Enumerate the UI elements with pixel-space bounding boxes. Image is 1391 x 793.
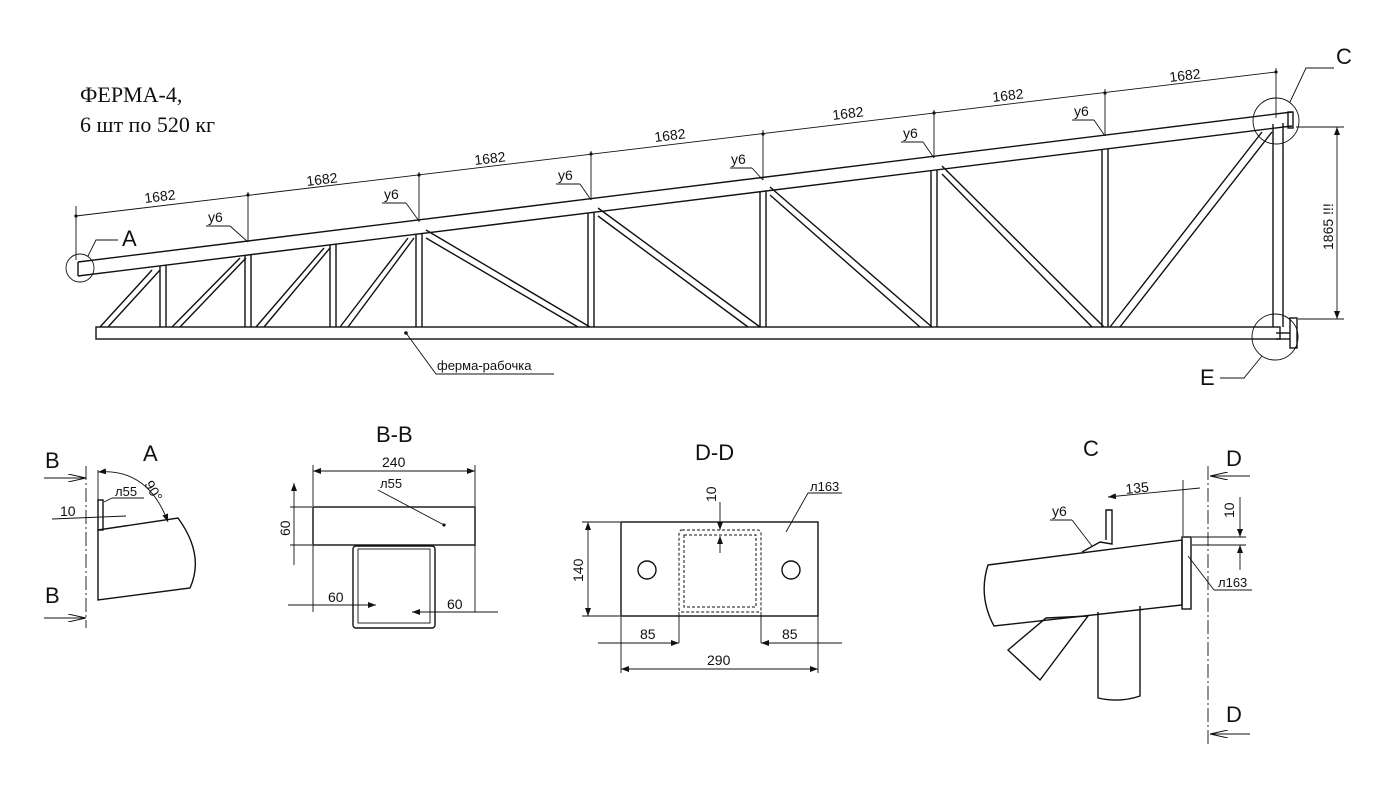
section-dd: D-D 10 л163 140 85 85 290 xyxy=(570,440,842,673)
detail-c-section-top: D xyxy=(1226,446,1242,471)
detail-a-section-top: B xyxy=(45,448,60,473)
detail-a-angle: 90° xyxy=(141,478,165,504)
end-post xyxy=(1272,123,1284,327)
detail-c-length: 135 xyxy=(1125,479,1150,497)
callout-a: A xyxy=(65,226,137,283)
weld-label-4: у6 xyxy=(731,151,746,167)
weld-callouts: у6 у6 у6 у6 у6 у6 xyxy=(206,103,1106,243)
section-bb-right-offset: 60 xyxy=(447,596,463,612)
section-dd-right-dist: 85 xyxy=(782,626,798,642)
detail-a-title: A xyxy=(143,441,158,466)
top-chord xyxy=(77,111,1293,277)
detail-a-thickness: 10 xyxy=(60,503,76,519)
section-dd-thickness: 10 xyxy=(703,486,719,502)
bottom-chord-label: ферма-рабочка xyxy=(405,332,554,375)
detail-c-plate: л163 xyxy=(1218,575,1247,590)
weld-label-5: у6 xyxy=(903,125,918,141)
panel-dim-4: 1682 xyxy=(653,125,686,145)
section-bb-plate: л55 xyxy=(380,476,402,491)
detail-c-thickness: 10 xyxy=(1221,502,1237,518)
detail-a: A B B 90° л55 10 xyxy=(44,441,197,628)
section-bb-left-offset: 60 xyxy=(328,589,344,605)
panel-dim-7: 1682 xyxy=(1168,65,1201,85)
height-dim-label: 1865 !!! xyxy=(1320,203,1336,250)
drawing-title-line1: ФЕРМА-4, xyxy=(80,82,182,107)
panel-dim-1: 1682 xyxy=(143,186,176,206)
drawing-title-line2: 6 шт по 520 кг xyxy=(80,112,215,137)
detail-c-title: C xyxy=(1083,436,1099,461)
svg-text:E: E xyxy=(1200,365,1215,390)
section-dd-left-dist: 85 xyxy=(640,626,656,642)
detail-a-section-bottom: B xyxy=(45,583,60,608)
truss-verticals xyxy=(159,149,1109,327)
section-bb-title: B-B xyxy=(376,422,413,447)
svg-text:ферма-рабочка: ферма-рабочка xyxy=(437,358,532,373)
section-bb-width: 240 xyxy=(382,454,406,470)
section-dd-height: 140 xyxy=(570,558,586,582)
weld-label-3: у6 xyxy=(558,167,573,183)
weld-label-6: у6 xyxy=(1074,103,1089,119)
weld-label-1: у6 xyxy=(208,209,223,225)
detail-c-section-bottom: D xyxy=(1226,702,1242,727)
truss-diagonals xyxy=(99,131,1273,328)
section-bb-height: 60 xyxy=(277,520,293,536)
height-dimension: 1865 !!! xyxy=(1296,126,1344,320)
section-dd-plate: л163 xyxy=(810,479,839,494)
weld-label-2: у6 xyxy=(384,186,399,202)
section-dd-title: D-D xyxy=(695,440,734,465)
main-truss xyxy=(77,111,1298,349)
panel-dim-6: 1682 xyxy=(991,85,1024,105)
bottom-chord xyxy=(95,326,1281,340)
panel-dimension-chain: 1682 1682 1682 1682 1682 1682 1682 xyxy=(74,65,1278,260)
detail-c-weld: у6 xyxy=(1052,503,1067,519)
panel-dim-2: 1682 xyxy=(305,169,338,189)
svg-text:C: C xyxy=(1336,44,1352,69)
panel-dim-5: 1682 xyxy=(831,103,864,123)
callout-e: E xyxy=(1200,313,1299,390)
section-dd-width: 290 xyxy=(707,652,731,668)
panel-dim-3: 1682 xyxy=(473,148,506,168)
svg-text:A: A xyxy=(122,226,137,251)
detail-c: C D D у6 135 10 л163 xyxy=(983,436,1252,744)
callout-c: C xyxy=(1252,44,1352,145)
detail-a-plate: л55 xyxy=(115,484,137,499)
section-bb: B-B 240 60 л55 60 60 xyxy=(277,422,498,629)
